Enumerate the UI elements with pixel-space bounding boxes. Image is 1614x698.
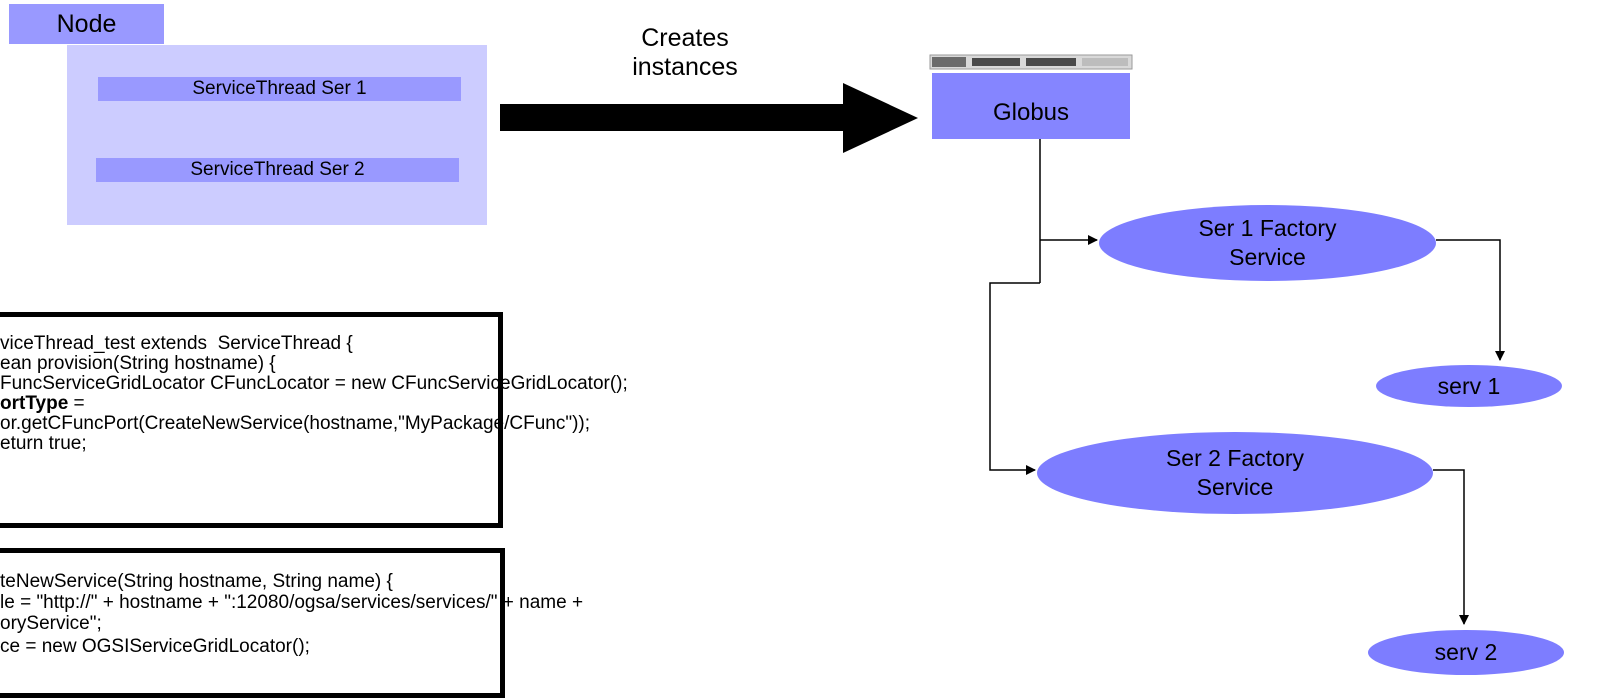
code-block-create-new-service: teNewService(String hostname, String nam…: [0, 548, 583, 698]
serv-2-instance: serv 2: [1368, 630, 1564, 675]
service-thread-ser-1: ServiceThread Ser 1: [98, 77, 461, 101]
node-panel: [67, 45, 487, 225]
creates-label-line1: Creates: [641, 24, 729, 52]
code-line: teNewService(String hostname, String nam…: [0, 571, 393, 592]
code-line-rest: =: [68, 393, 85, 414]
ser-1-factory-service: Ser 1 Factory Service: [1099, 205, 1436, 281]
code-line: eturn true;: [0, 433, 87, 454]
globus-box: Globus: [932, 73, 1130, 139]
creates-label-line2: instances: [632, 53, 738, 81]
service-thread-ser-2: ServiceThread Ser 2: [96, 158, 459, 182]
code-line: ean provision(String hostname) {: [0, 353, 276, 374]
code-bold-porttype: ortType: [0, 393, 69, 414]
ser-2-factory-service: Ser 2 Factory Service: [1037, 432, 1433, 514]
creates-instances-label: Creates instances: [600, 24, 770, 82]
factory-1-line2: Service: [1229, 244, 1306, 270]
code-line: viceThread_test extends ServiceThread {: [0, 333, 353, 354]
code-line: ce = new OGSIServiceGridLocator();: [0, 636, 310, 657]
serv-1-instance: serv 1: [1376, 365, 1562, 407]
factory-2-line1: Ser 2 Factory: [1165, 445, 1305, 471]
code-line: or.getCFuncPort(CreateNewService(hostnam…: [0, 413, 591, 434]
creates-instances-arrow: [500, 83, 918, 153]
code-line: FuncServiceGridLocator CFuncLocator = ne…: [0, 373, 628, 394]
code-block-provision: viceThread_test extends ServiceThread { …: [0, 312, 628, 528]
code-line: oryService";: [0, 613, 102, 634]
server-rack-icon: [929, 54, 1133, 70]
code-line: le = "http://" + hostname + ":12080/ogsa…: [0, 592, 584, 613]
code-line: ortType =: [0, 394, 85, 414]
factory-1-line1: Ser 1 Factory: [1198, 215, 1337, 241]
factory-2-line2: Service: [1196, 474, 1274, 500]
node-label: Node: [9, 4, 164, 44]
